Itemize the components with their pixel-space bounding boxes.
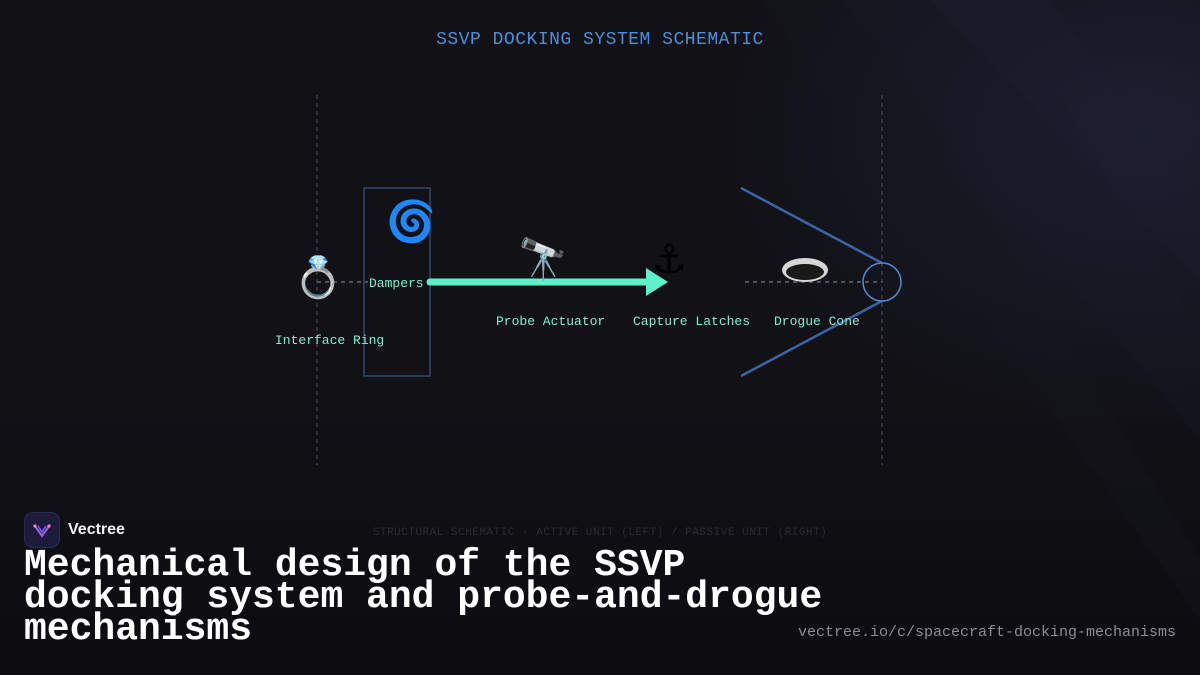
label-drogue-cone: Drogue Cone bbox=[774, 314, 860, 329]
vectree-logo-icon bbox=[24, 512, 60, 548]
label-probe-actuator: Probe Actuator bbox=[496, 314, 606, 329]
source-url[interactable]: vectree.io/c/spacecraft-docking-mechanis… bbox=[797, 624, 1176, 641]
probe-head bbox=[646, 268, 668, 296]
drogue-cone-upper bbox=[740, 186, 883, 265]
ring-icon: 💍 bbox=[293, 255, 343, 301]
receptacle-ring bbox=[862, 262, 902, 302]
anchor-icon: ⚓ bbox=[651, 237, 687, 283]
label-dampers: Dampers bbox=[369, 276, 424, 291]
drogue-cone-lower bbox=[740, 299, 883, 378]
label-capture-latches: Capture Latches bbox=[633, 314, 751, 329]
label-interface-ring: Interface Ring bbox=[275, 333, 385, 348]
brand[interactable]: Vectree bbox=[24, 512, 125, 548]
drogue-cone-icon-opening bbox=[786, 264, 824, 280]
page-headline: Mechanical design of the SSVP docking sy… bbox=[24, 544, 823, 651]
brand-name: Vectree bbox=[68, 521, 125, 538]
schematic-caption: STRUCTURAL SCHEMATIC - ACTIVE UNIT (LEFT… bbox=[372, 527, 828, 539]
diagram-title: SSVP DOCKING SYSTEM SCHEMATIC bbox=[436, 30, 764, 50]
cyclone-icon: 🌀 bbox=[386, 199, 436, 245]
telescope-icon: 🔭 bbox=[518, 237, 568, 283]
